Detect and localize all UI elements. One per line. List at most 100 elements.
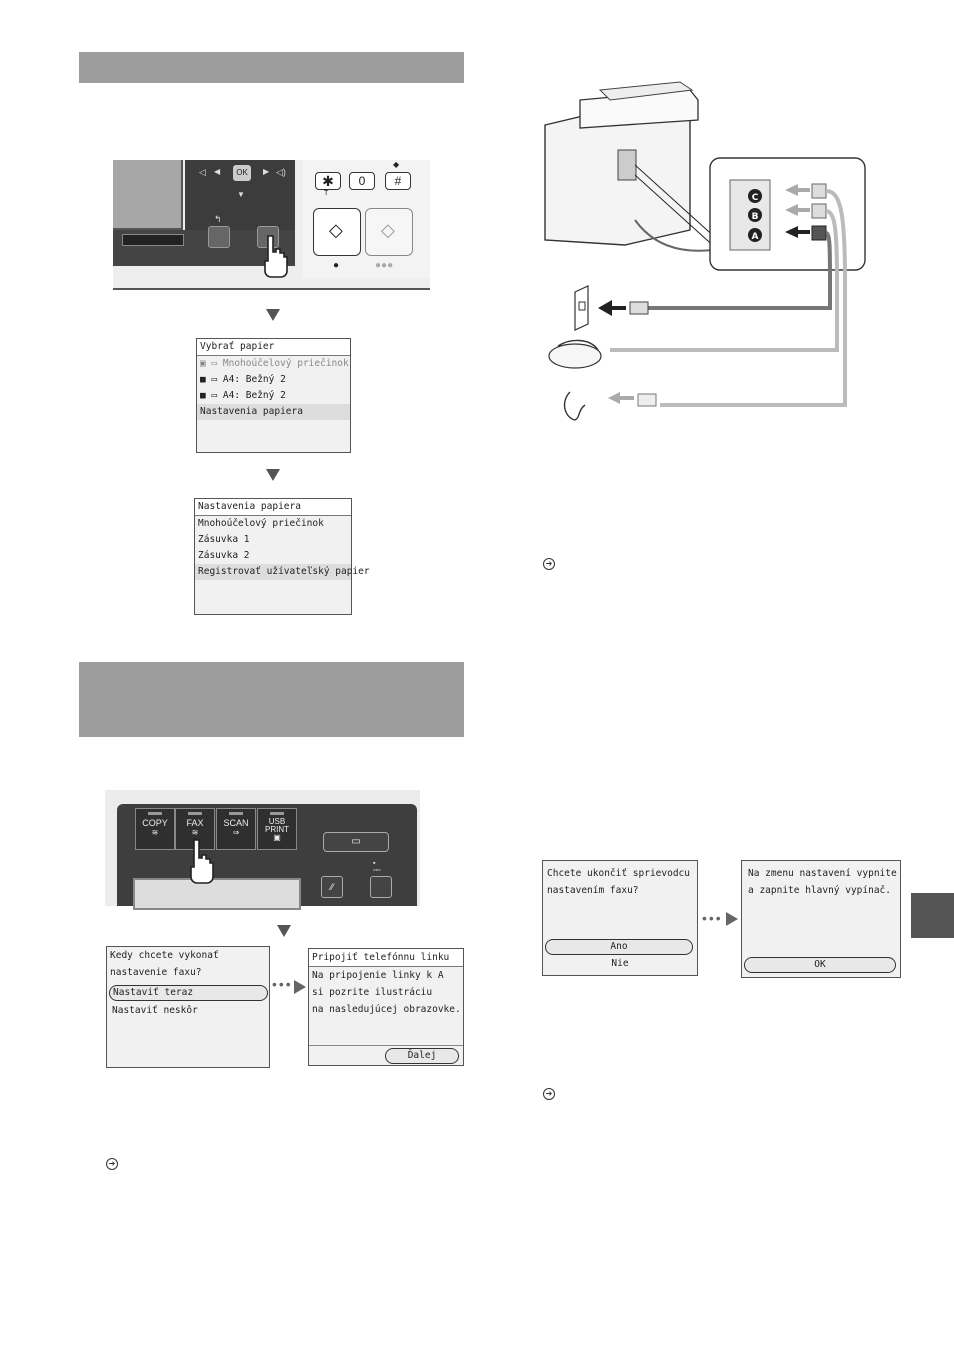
list-item-selected[interactable]: Registrovať užívateľský papier — [195, 564, 370, 580]
port-label-b: B — [748, 208, 762, 222]
bw-drop-icon: ● — [333, 260, 340, 271]
list-item[interactable]: Zásuvka 2 — [198, 550, 250, 561]
ok-button[interactable]: OK — [233, 165, 251, 181]
tray-2-icon: ■ ▭ — [200, 390, 223, 401]
down-arrow-icon: ▼ — [237, 190, 245, 199]
mode-label: COPY — [142, 818, 168, 828]
port-label-a: A — [748, 228, 762, 242]
hash-key[interactable]: # — [385, 172, 411, 190]
printer-connection-illustration: C B A — [540, 80, 870, 440]
handset-icon — [563, 391, 657, 421]
lcd-line: a zapnite hlavný vypínač. — [748, 885, 891, 896]
section-header-bar-fax — [79, 662, 464, 737]
scan-icon: ⇒ — [232, 828, 240, 837]
diamond-marker-icon: ◆ — [393, 160, 400, 169]
lcd-title: Nastavenia papiera — [195, 499, 351, 516]
yes-option[interactable]: Ano — [545, 939, 693, 955]
panel-lcd-frame — [133, 878, 301, 910]
lcd-line: nastavením faxu? — [547, 885, 639, 896]
lcd-line: nastavenie faxu? — [110, 967, 202, 978]
flow-dots: ••• — [272, 976, 293, 992]
tray-mp-icon: ▣ ▭ — [200, 358, 223, 369]
panel-bottom-line — [113, 288, 430, 290]
menu-dots-icon: ▪▫▫▫ — [373, 860, 381, 874]
step-arrow-down-3 — [277, 925, 291, 937]
finger-pointer-icon — [185, 838, 215, 886]
lcd-line: Na zmenu nastavení vypnite — [748, 868, 897, 879]
mode-label: USB PRINT — [265, 817, 289, 834]
list-item[interactable]: ■ ▭ A4: Bežný 2 — [200, 390, 286, 401]
slash-icon: ⁄⁄ — [330, 882, 334, 892]
chapter-side-tab — [911, 893, 954, 938]
color-drops-icon: ●●● — [375, 260, 394, 271]
fax-panel-illustration: COPY ≋ FAX ≋ SCAN ⇒ USB PRINT ▣ ▭ ⁄⁄ ▪▫▫… — [105, 790, 420, 910]
svg-text:A: A — [752, 232, 759, 242]
step-arrow-down-2 — [266, 469, 280, 481]
volume-up-icon: ◁) — [276, 167, 286, 177]
menu-button[interactable] — [370, 876, 392, 898]
address-book-button[interactable]: ▭ — [323, 832, 389, 852]
lcd-title: Vybrať papier — [197, 339, 350, 356]
star-key-sublabel: T — [324, 190, 329, 197]
telephone-icon — [548, 339, 602, 369]
setup-later-option[interactable]: Nastaviť neskôr — [112, 1005, 198, 1016]
back-button[interactable] — [208, 226, 230, 248]
start-bw-button[interactable] — [313, 208, 361, 256]
wall-jack-icon — [574, 285, 649, 331]
star-key[interactable]: ✱ — [315, 172, 341, 190]
lcd-line: Kedy chcete vykonať — [110, 950, 219, 961]
lcd-select-paper: Vybrať papier ▣ ▭ Mnohoúčelový priečinok… — [196, 338, 351, 453]
list-item[interactable]: ▣ ▭ Mnohoúčelový priečinok — [200, 358, 349, 369]
zero-key[interactable]: 0 — [349, 172, 375, 190]
no-option[interactable]: Nie — [611, 958, 629, 969]
setup-now-option[interactable]: Nastaviť teraz — [109, 985, 268, 1001]
lcd-line: si pozrite ilustráciu — [312, 987, 433, 998]
port-label-c: C — [748, 189, 762, 203]
flow-dots: ••• — [702, 910, 723, 926]
list-item[interactable]: Mnohoúčelový priečinok — [198, 518, 324, 529]
lcd-line: na nasledujúcej obrazovke. — [312, 1004, 461, 1015]
start-color-button[interactable] — [365, 208, 413, 256]
section-header-bar-paper — [79, 52, 464, 83]
ok-button[interactable]: OK — [744, 957, 896, 973]
svg-text:C: C — [752, 193, 759, 203]
lcd-paper-settings: Nastavenia papiera Mnohoúčelový priečino… — [194, 498, 370, 615]
start-color-icon: ◇ — [381, 220, 395, 240]
continue-icon: ➔ — [543, 558, 555, 570]
printer-diagram: C B A — [544, 81, 866, 421]
printer-icon — [544, 81, 741, 252]
flow-arrow-icon — [294, 980, 306, 994]
continue-icon: ➔ — [106, 1158, 118, 1170]
lcd-restart-power: Na zmenu nastavení vypnite a zapnite hla… — [741, 860, 901, 978]
back-icon: ↰ — [214, 214, 222, 224]
continue-icon: ➔ — [543, 1088, 555, 1100]
mode-button-usb-print[interactable]: USB PRINT ▣ — [257, 808, 297, 850]
finger-pointer-icon — [259, 234, 289, 278]
list-item[interactable]: ■ ▭ A4: Bežný 2 — [200, 374, 286, 385]
lcd-connect-line: Pripojiť telefónnu linku Na pripojenie l… — [308, 948, 464, 1066]
svg-text:B: B — [752, 212, 759, 222]
panel-display — [113, 160, 183, 230]
list-item-selected[interactable]: Nastavenia papiera — [197, 404, 350, 420]
start-bw-icon: ◇ — [329, 220, 343, 240]
copy-icon: ≋ — [151, 828, 159, 837]
clear-button[interactable]: ⁄⁄ — [321, 876, 343, 898]
left-arrow-icon: ◀ — [214, 167, 221, 176]
book-icon: ▭ — [351, 836, 361, 847]
lcd-title: Pripojiť telefónnu linku — [309, 949, 463, 967]
volume-down-icon: ◁ — [199, 167, 206, 177]
control-panel-illustration: OK ◁ ◀ ▶ ◁) ▼ ↰ ✱ T 0 # ◆ ◇ ◇ ● ●●● — [113, 160, 430, 290]
step-arrow-down-1 — [266, 309, 280, 321]
tray-1-icon: ■ ▭ — [200, 374, 223, 385]
mode-label: SCAN — [223, 818, 249, 828]
mode-button-copy[interactable]: COPY ≋ — [135, 808, 175, 850]
lcd-fax-setup-when: Kedy chcete vykonať nastavenie faxu? Nas… — [106, 946, 270, 1068]
panel-slot — [122, 234, 184, 246]
right-arrow-icon: ▶ — [263, 167, 270, 176]
next-button[interactable]: Ďalej — [385, 1048, 459, 1064]
mode-button-scan[interactable]: SCAN ⇒ — [216, 808, 256, 850]
fax-icon: ≋ — [191, 828, 199, 837]
list-item[interactable]: Zásuvka 1 — [198, 534, 250, 545]
flow-arrow-icon — [726, 912, 738, 926]
lcd-line: Na pripojenie linky k A — [312, 970, 444, 981]
